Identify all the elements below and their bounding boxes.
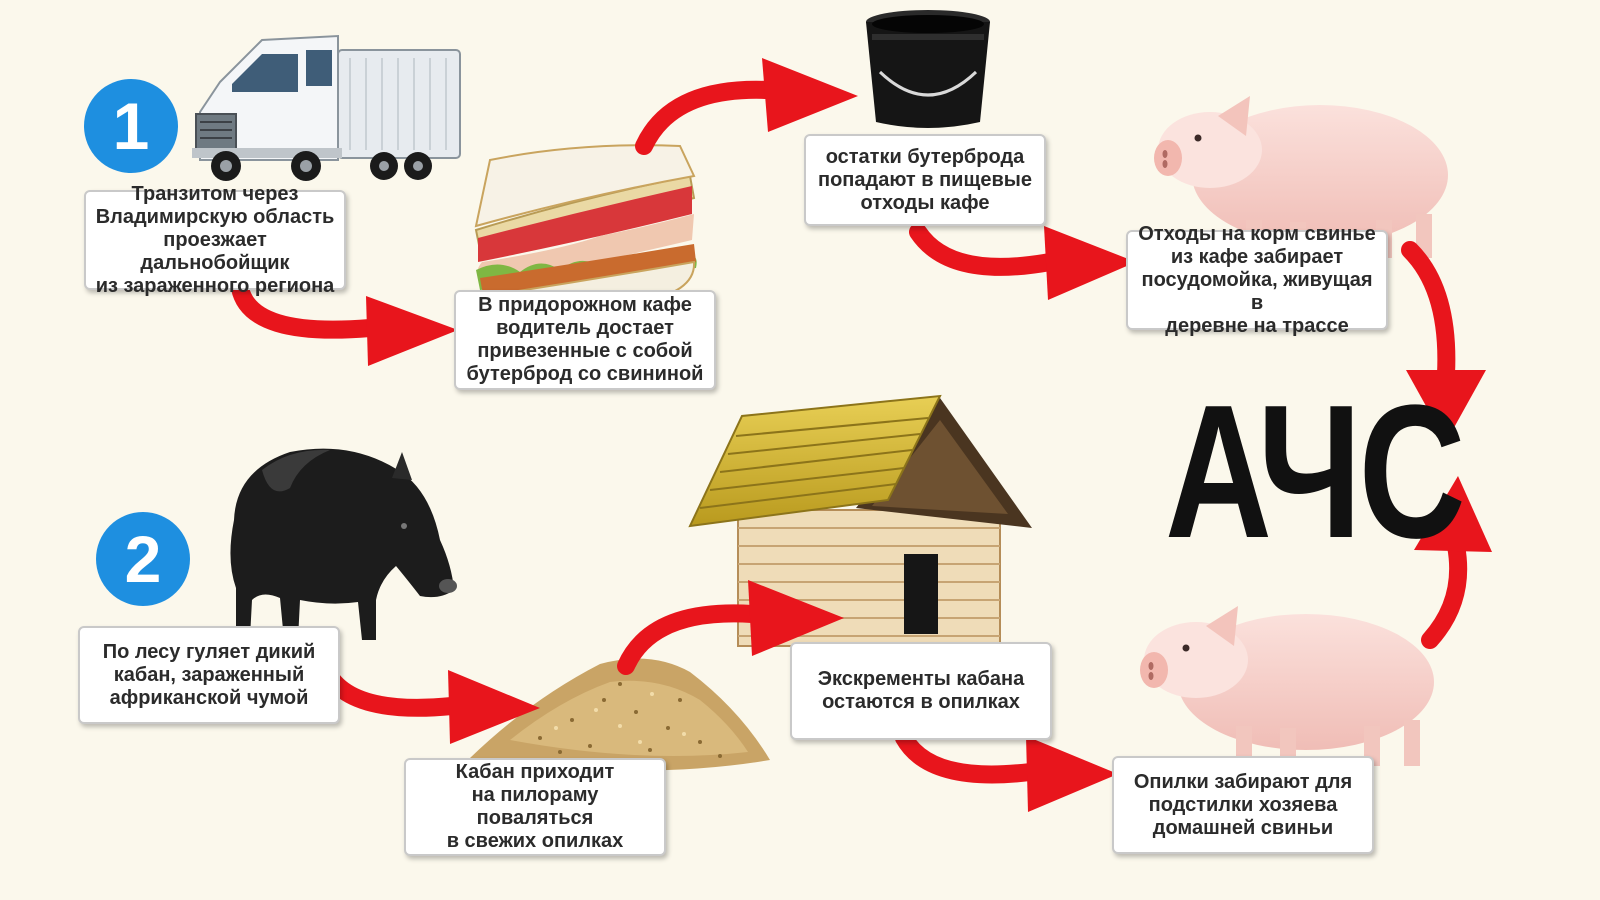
arrow-3-to-4 (909, 223, 1136, 300)
arrow-b4-to-title (1414, 476, 1492, 649)
caption-wild-boar: По лесу гуляет дикий кабан, зараженный а… (78, 626, 340, 724)
caption-roadside-cafe: В придорожном кафе водитель достает прив… (454, 290, 716, 390)
arrow-b2-to-b3 (617, 580, 844, 675)
arrow-b3-to-b4 (895, 729, 1118, 812)
arrow-4-to-title (1401, 241, 1486, 442)
arrow-1-to-2 (231, 279, 458, 366)
bucket-icon (866, 10, 990, 128)
step-badge-2: 2 (96, 512, 190, 606)
caption-sawdust-bedding: Опилки забирают для подстилки хозяева до… (1112, 756, 1374, 854)
sandwich-icon (474, 144, 697, 312)
truck-icon (192, 34, 461, 181)
caption-sawmill: Кабан приходит на пилораму поваляться в … (404, 758, 666, 856)
caption-trucker-transit: Транзитом через Владимирскую область про… (84, 183, 346, 297)
asf-title: АЧС (1165, 366, 1466, 578)
caption-sandwich-waste: остатки бутерброда попадают в пищевые от… (804, 134, 1046, 226)
caption-dishwasher-feed: Отходы на корм свинье из кафе забирает п… (1126, 223, 1388, 337)
sawdust-icon (470, 658, 770, 771)
arrow-2-to-3 (635, 58, 858, 155)
pig-bottom-icon (1140, 606, 1434, 768)
caption-boar-droppings: Экскременты кабана остаются в опилках (790, 642, 1052, 740)
step-badge-1: 1 (84, 79, 178, 173)
boar-icon (230, 448, 457, 640)
